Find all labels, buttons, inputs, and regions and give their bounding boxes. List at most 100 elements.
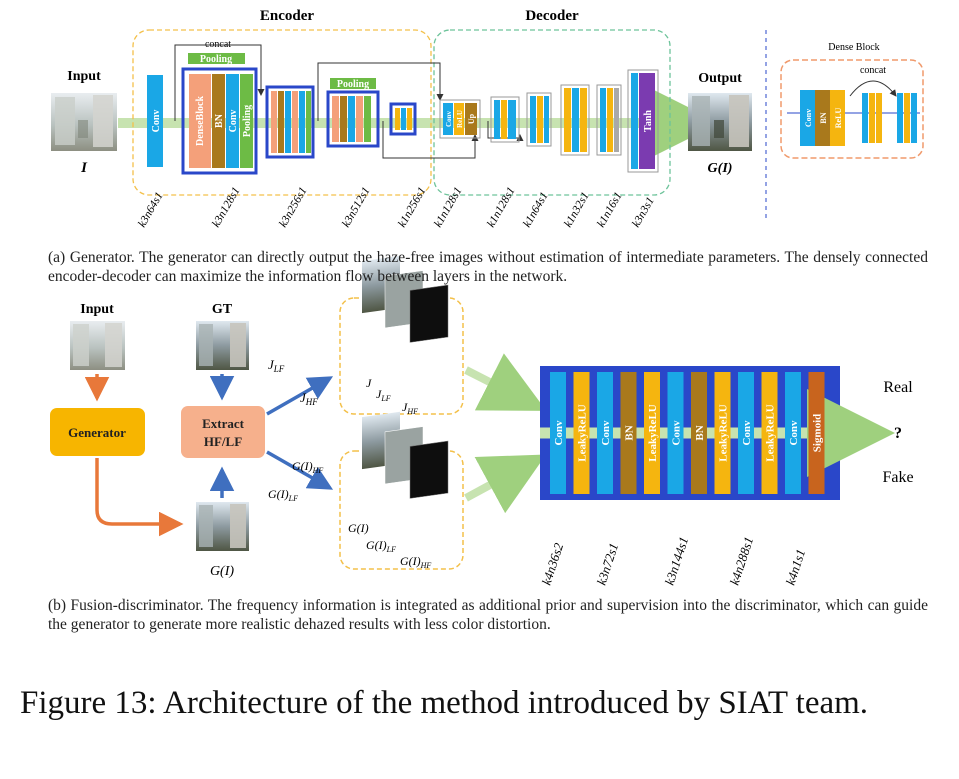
dense-panel-stack-1	[862, 93, 882, 143]
stack-3-frame	[326, 90, 380, 148]
stack-gihf-label: G(I)HF	[400, 554, 431, 570]
disc-layer-label: Conv	[741, 420, 753, 446]
caption-b: (b) Fusion-discriminator. The frequency …	[48, 597, 928, 633]
dense-panel-conv	[800, 90, 815, 146]
output-image	[688, 93, 752, 151]
decoder-relu	[454, 103, 464, 135]
disc-tag-1: k4n36s2	[539, 541, 567, 587]
decoder-up	[465, 103, 477, 135]
stack-jhf-label: JHF	[402, 400, 418, 416]
decoder-relu-label: ReLU	[456, 110, 464, 128]
disc-layer-bn	[691, 372, 707, 494]
generator-layer-tags: k3n64s1 k3n128s1 k3n256s1 k3n512s1 k1n25…	[136, 185, 657, 229]
disc-input-image	[70, 321, 125, 370]
disc-layer-tags: k4n36s2 k3n72s1 k3n144s1 k4n288s1 k4n1s1	[539, 535, 809, 587]
pooling-top-label-2: Pooling	[337, 79, 369, 90]
dense-panel-relu-label: ReLU	[834, 108, 843, 129]
disc-layer-conv	[550, 372, 566, 494]
disc-layer-bn	[620, 372, 637, 494]
stack-j-label: J	[366, 376, 372, 390]
decoder-stack-4	[560, 84, 590, 156]
decoder-conv	[443, 103, 453, 135]
disc-layer-conv	[738, 372, 754, 494]
pooling-block-1	[240, 74, 253, 168]
stack-4-stripes	[395, 108, 412, 130]
stack-2-stripes	[271, 91, 311, 153]
decoder-stack-2	[490, 96, 520, 143]
dense-group-frame	[181, 67, 258, 175]
disc-layer-label: Conv	[788, 420, 800, 446]
disc-layer-conv	[785, 372, 801, 494]
extract-to-bottom-arrow	[266, 450, 334, 490]
pooling-top-label: Pooling	[200, 54, 232, 65]
skip-connection-3	[382, 121, 479, 159]
dense-panel-frame	[780, 59, 924, 159]
disc-tag-4: k4n288s1	[727, 535, 757, 587]
caption-a: (a) Generator. The generator can directl…	[48, 249, 928, 285]
dense-panel-stack-2	[897, 93, 917, 143]
dense-panel-title: Dense Block	[828, 42, 879, 53]
gen-tag-1: k3n64s1	[136, 190, 166, 229]
discriminator-panel: Input Generator GT Extract HF/LF G(I)	[50, 255, 914, 587]
dense-panel-conv-label: Conv	[804, 109, 813, 127]
bn-label-1: BN	[214, 113, 225, 128]
disc-layer-label: LeakyReLU	[577, 404, 589, 462]
encoder-region	[132, 29, 432, 196]
gen-tag-10: k1n16s1	[595, 190, 625, 229]
stack-gi-label: G(I)	[348, 521, 369, 535]
gen-tag-7: k1n128s1	[485, 185, 517, 229]
stack-jlf-label: JLF	[376, 387, 391, 403]
gen-tag-6: k1n128s1	[432, 185, 464, 229]
disc-layer-label: Conv	[671, 420, 683, 446]
stack-4-frame	[389, 102, 417, 136]
generator-panel: Encoder Decoder Input I Conv DenseBlock …	[51, 8, 924, 230]
extract-label-2: HF/LF	[204, 434, 242, 449]
disc-layer-label: LeakyReLU	[718, 404, 730, 462]
extract-box	[181, 406, 265, 458]
figure-caption: Figure 13: Architecture of the method in…	[20, 685, 869, 721]
stack-gilf-label: G(I)LF	[366, 538, 396, 554]
decoder-stack-3	[526, 92, 552, 147]
tanh-stack	[627, 69, 659, 173]
dense-block-label: DenseBlock	[195, 96, 206, 146]
input-symbol: I	[80, 160, 88, 176]
decoder-conv-label: Conv	[445, 111, 453, 127]
dense-block	[189, 74, 211, 168]
disc-layer-label: LeakyReLU	[765, 404, 777, 462]
dense-panel-relu	[830, 90, 845, 146]
gen-tag-2: k3n128s1	[210, 185, 242, 229]
conv-block-1	[147, 75, 163, 167]
stack-2-frame	[265, 85, 315, 159]
decoder-region	[433, 29, 671, 196]
conv-label-2: Conv	[228, 110, 239, 133]
disc-layer-leakyrelu	[761, 372, 778, 494]
real-label: Real	[883, 379, 913, 396]
stack-3-stripes	[332, 96, 371, 142]
conv-label-1: Conv	[151, 110, 162, 133]
gi-hf-arrow-label: G(I)HF	[292, 459, 323, 475]
j-lf-label: JLF	[268, 357, 285, 374]
gen-tag-9: k1n32s1	[562, 190, 592, 229]
gen-tag-4: k3n512s1	[340, 185, 372, 229]
gi-image	[196, 502, 249, 551]
architecture-diagram: Encoder Decoder Input I Conv DenseBlock …	[50, 8, 924, 587]
generator-box-label: Generator	[68, 425, 126, 440]
disc-layer-sigmoid	[808, 372, 825, 494]
encoder-title: Encoder	[260, 8, 315, 24]
disc-layer-label: BN	[624, 425, 636, 440]
disc-layer-leakyrelu	[644, 372, 660, 494]
gt-label: GT	[212, 302, 233, 317]
disc-layer-conv	[667, 372, 684, 494]
fake-to-disc-arrow	[464, 454, 547, 514]
dense-panel-bn	[815, 90, 830, 146]
gi-lf-arrow-label: G(I)LF	[268, 487, 298, 503]
j-hf-label: JHF	[300, 390, 318, 407]
dense-panel-concat: concat	[860, 65, 886, 76]
pooling-top-bar	[188, 53, 245, 64]
fake-stack-frame	[339, 450, 464, 570]
disc-layer-label: Sigmoid	[812, 414, 824, 453]
disc-layer-leakyrelu	[573, 372, 590, 494]
dense-panel-bn-label: BN	[819, 112, 828, 123]
output-label: Output	[698, 71, 742, 86]
